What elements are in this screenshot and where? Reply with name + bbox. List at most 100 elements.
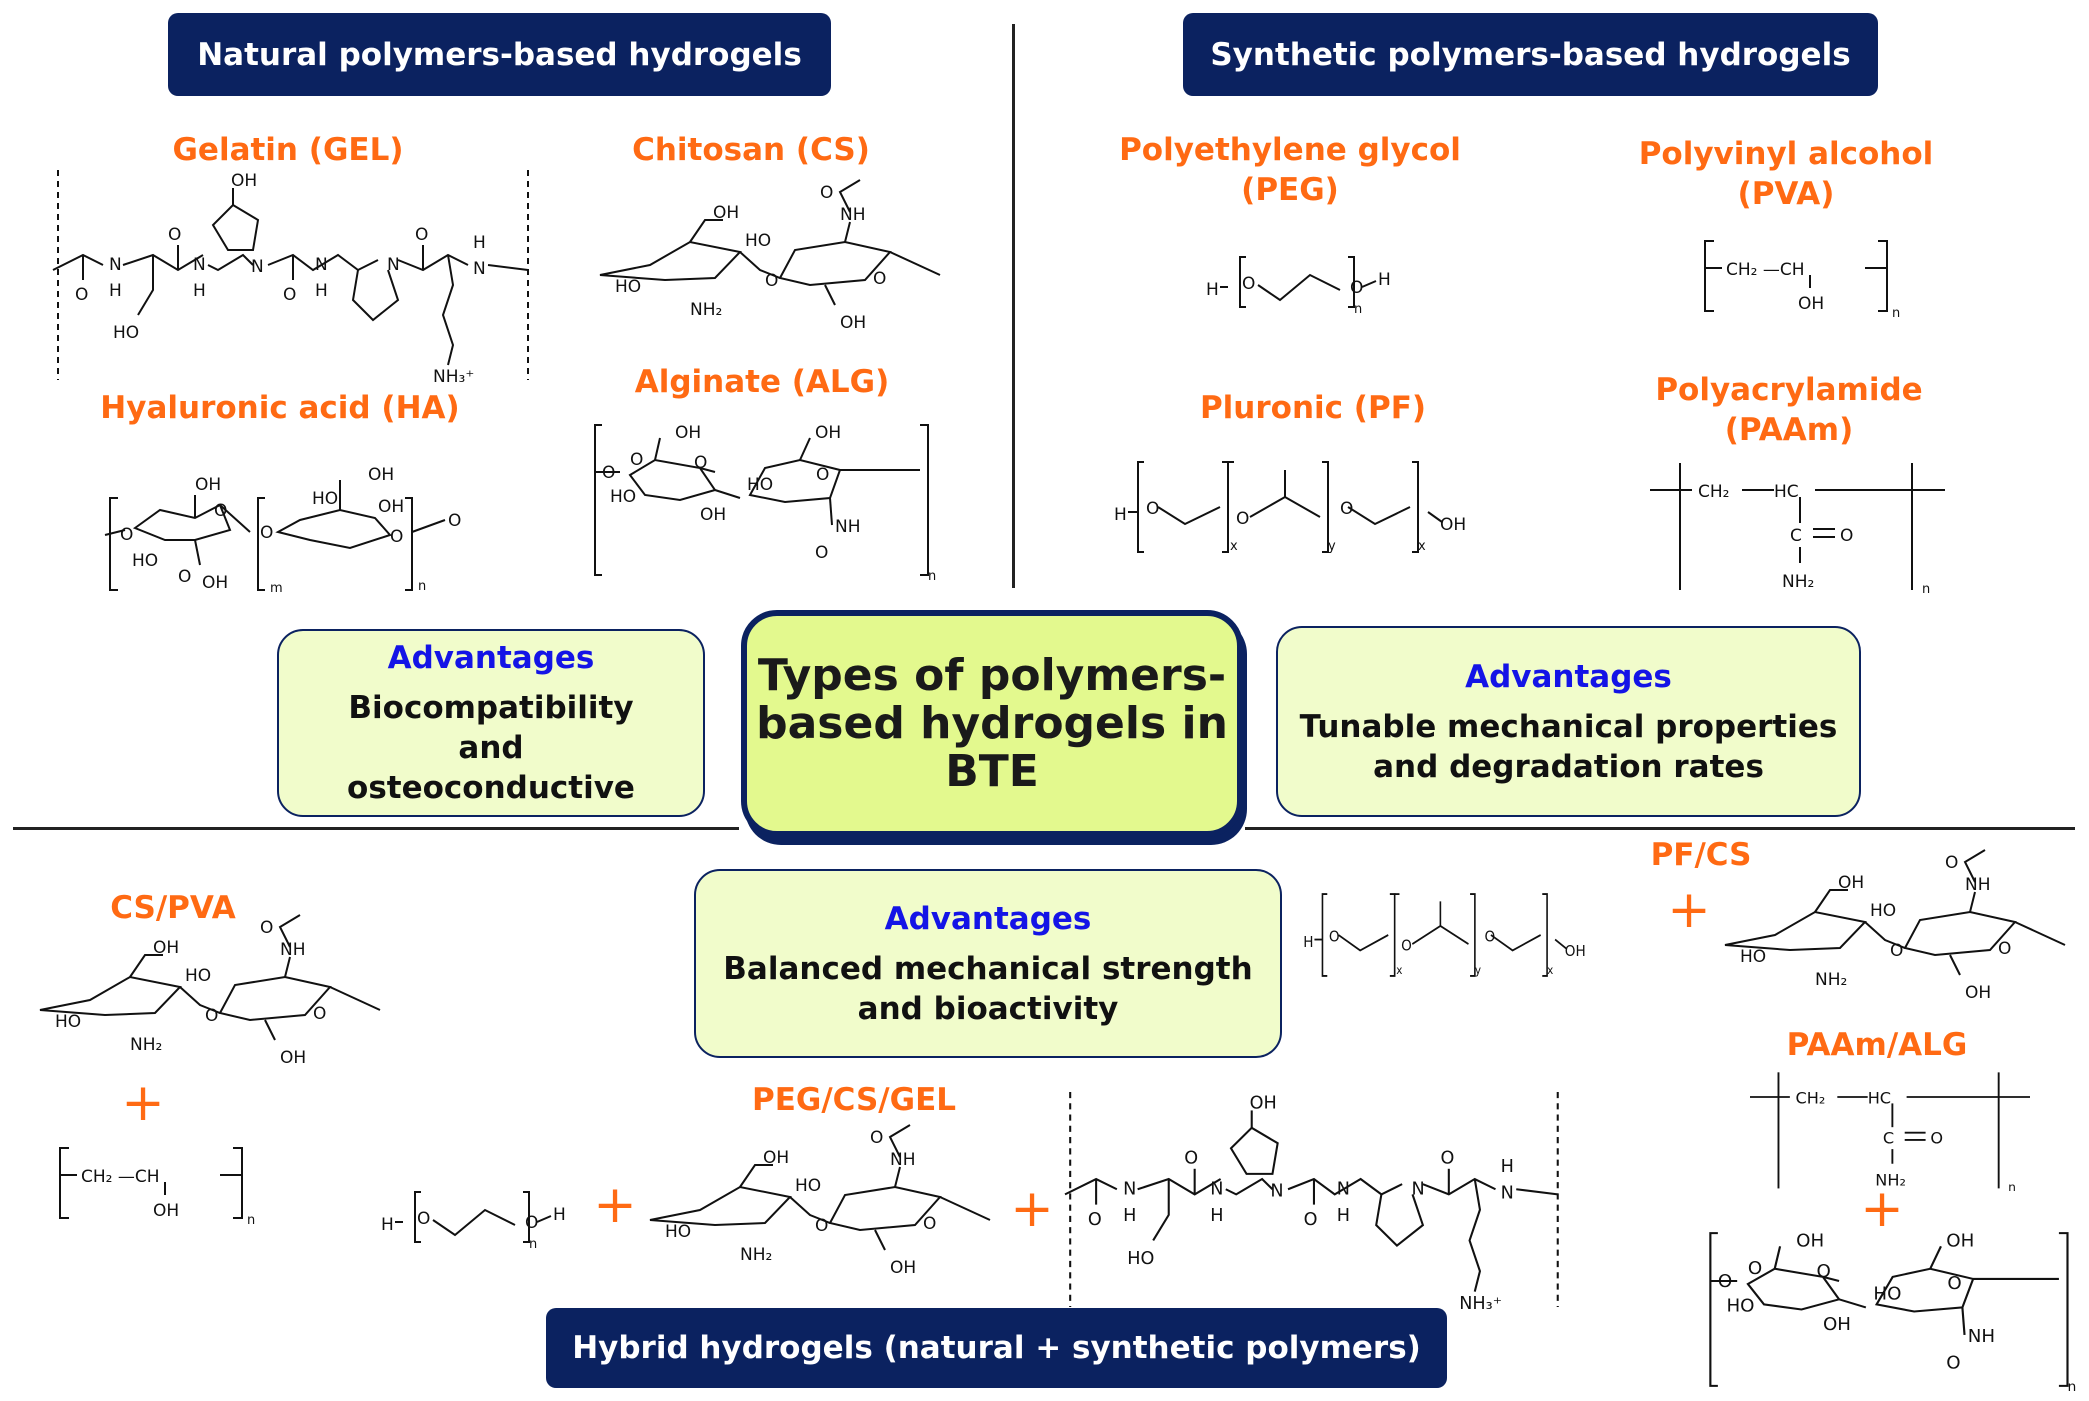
label-paam-alg: PAAm/ALG (1786, 1027, 1968, 1063)
label-pluronic: Pluronic (PF) (1199, 390, 1427, 426)
atom-label: H (1206, 280, 1219, 300)
bond (889, 251, 941, 276)
atom-label: NH₂ (690, 300, 722, 320)
bond (275, 508, 392, 550)
atom-label: O (1242, 274, 1255, 294)
atom-label: HO (610, 487, 636, 507)
label-paam: Polyacrylamide (PAAm) (1655, 372, 1923, 448)
atom-label: y (1475, 963, 1482, 977)
atom-label: N (1210, 1179, 1223, 1199)
atom-label: O (417, 1209, 430, 1229)
bond (1411, 924, 1469, 945)
atom-label: OH (1965, 983, 1991, 1003)
bond (233, 1147, 243, 1219)
bond (1361, 280, 1377, 288)
bond (487, 264, 529, 271)
atom-label: O (1840, 526, 1853, 546)
atom-label: O (1748, 1259, 1762, 1278)
atom-label: HO (747, 475, 773, 495)
atom-label: O (1441, 1149, 1455, 1169)
atom-label: HO (1740, 947, 1766, 967)
bond (405, 497, 413, 591)
bond (2058, 1232, 2069, 1387)
atom-label: O (1340, 499, 1353, 519)
bond (129, 954, 163, 978)
atom-label: x (1230, 539, 1238, 554)
atom-label: H (1123, 1206, 1136, 1226)
bond (888, 1124, 911, 1158)
atom-label: O (816, 465, 829, 485)
bond (1257, 273, 1341, 302)
advantages-text: Tunable mechanical properties and degrad… (1299, 708, 1838, 785)
bond (1287, 1177, 1403, 1196)
bond (132, 503, 232, 541)
atom-label: O (525, 1213, 538, 1233)
atom-label: N (473, 259, 486, 279)
bond (194, 539, 201, 566)
atom-label: H (473, 233, 486, 253)
atom-label: HO (1873, 1285, 1901, 1304)
atom-label: N (1123, 1179, 1136, 1199)
atom-label: OH (763, 1148, 789, 1168)
atom-label: O (1945, 853, 1958, 873)
atom-label: H (1378, 270, 1391, 290)
horizontal-divider-right (1245, 827, 2075, 830)
atom-label: n (2067, 1379, 2076, 1395)
atom-label: OH (1946, 1232, 1974, 1251)
plus-sign: + (1667, 880, 1711, 940)
bond (920, 424, 929, 576)
atom-label: n (1892, 306, 1900, 321)
bond (649, 1185, 792, 1227)
bond (714, 489, 741, 499)
bond (137, 255, 154, 316)
bond (1822, 1275, 1840, 1282)
atom-label: n (928, 569, 936, 584)
atom-label: y (1328, 539, 1336, 554)
bond (1554, 938, 1567, 950)
atom-label: O (873, 269, 886, 289)
bond (1412, 461, 1419, 553)
atom-label: n (2008, 1180, 2016, 1194)
plus-sign: + (1010, 1179, 1054, 1239)
atom-label: O (1947, 1275, 1961, 1294)
atom-label: O (815, 543, 828, 563)
bond (824, 284, 836, 306)
atom-label: HO (1726, 1297, 1754, 1316)
bond (1222, 461, 1229, 553)
atom-label: H (1337, 1206, 1350, 1226)
atom-label: O (815, 1216, 828, 1236)
atom-label: HO (312, 489, 338, 509)
atom-label: O (205, 1006, 218, 1026)
bond (523, 1191, 530, 1243)
atom-label: O (120, 525, 133, 545)
atom-label: OH (815, 423, 841, 443)
atom-label: CH₂ (1796, 1089, 1826, 1108)
atom-label: HO (745, 231, 771, 251)
label-peg: Polyethylene glycol (PEG) (1119, 132, 1461, 208)
bond (799, 437, 811, 461)
bond (654, 437, 661, 461)
bond (1348, 256, 1355, 308)
bond (1322, 461, 1329, 553)
atom-label: H (1303, 933, 1313, 951)
bond (844, 221, 851, 243)
atom-label: OH (280, 1048, 306, 1068)
atom-label: NH₃⁺ (1459, 1294, 1502, 1314)
bond (122, 253, 204, 272)
atom-label: NH (280, 940, 306, 960)
atom-label: OH (1823, 1315, 1851, 1334)
bond (739, 251, 781, 279)
bond (1137, 461, 1144, 553)
atom-label: O (765, 271, 778, 291)
atom-label: OH (368, 465, 394, 485)
